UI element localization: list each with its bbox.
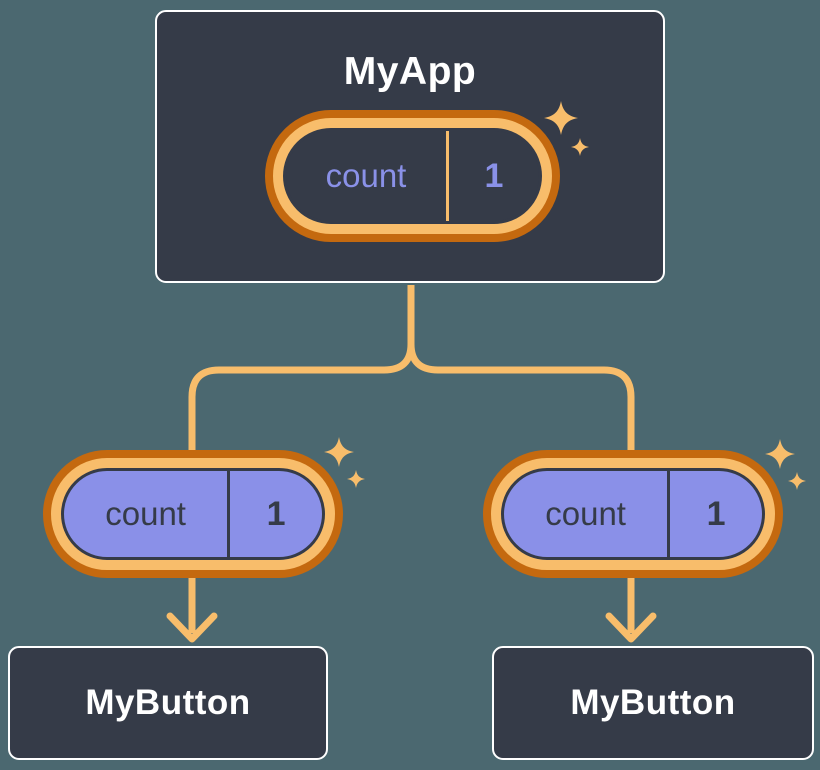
state-name-label: count xyxy=(325,157,407,194)
node-mybutton-left-title: MyButton xyxy=(85,683,251,722)
state-pill-divider xyxy=(227,471,231,557)
node-myapp-title: MyApp xyxy=(343,50,477,93)
sparkle-small-icon xyxy=(347,470,365,488)
arrow-right-head xyxy=(605,612,657,643)
sparkle-icon xyxy=(324,437,365,488)
sparkle-small-icon xyxy=(571,138,589,156)
state-pill-right-ring: count 1 xyxy=(483,450,783,578)
state-pill-right: count 1 xyxy=(483,450,783,578)
sparkle-big-icon xyxy=(324,437,354,467)
state-pill-right-body: count 1 xyxy=(501,468,765,560)
state-pill-divider xyxy=(667,471,671,557)
state-pill-left: count 1 xyxy=(43,450,343,578)
sparkle-big-icon xyxy=(765,439,795,469)
node-mybutton-right: MyButton xyxy=(492,646,814,760)
state-pill-root-ring: count 1 xyxy=(265,110,560,242)
branch-right-line xyxy=(407,285,635,458)
sparkle-icon xyxy=(765,439,806,490)
sparkle-small-icon xyxy=(788,472,806,490)
sparkle-icon xyxy=(544,101,589,156)
node-mybutton-right-title: MyButton xyxy=(570,683,736,722)
state-value-label: 1 xyxy=(266,494,286,533)
state-name-label: count xyxy=(545,495,626,532)
branch-left-line xyxy=(188,285,415,458)
sparkle-big-icon xyxy=(544,101,578,135)
state-pill-left-body: count 1 xyxy=(61,468,325,560)
state-pill-left-ring: count 1 xyxy=(43,450,343,578)
state-pill-root-body: count 1 xyxy=(283,128,542,224)
node-mybutton-left: MyButton xyxy=(8,646,328,760)
state-pill-divider xyxy=(446,131,449,221)
state-name-label: count xyxy=(105,495,186,532)
arrow-left-head xyxy=(166,612,218,643)
state-value-label: 1 xyxy=(706,494,726,533)
state-pill-root: count 1 xyxy=(265,110,560,242)
state-value-label: 1 xyxy=(484,156,504,195)
